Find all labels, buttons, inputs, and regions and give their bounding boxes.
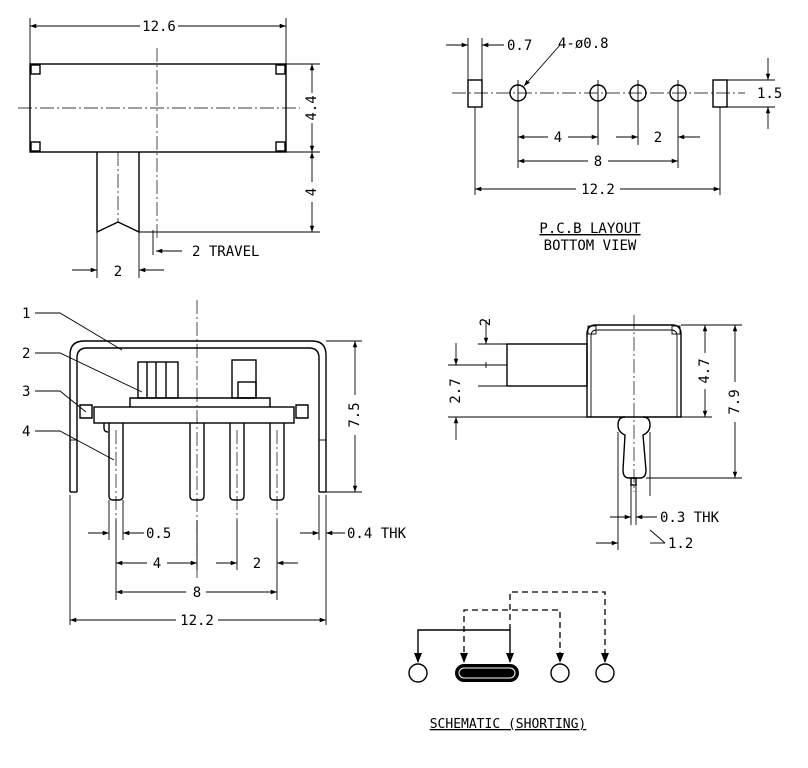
dim-pcb-pitch-2: 2 <box>654 130 662 146</box>
side-actuator <box>506 343 588 387</box>
dim-side-actuator-w: 2 <box>478 318 494 326</box>
callout-3: 3 <box>22 384 30 400</box>
schematic: SCHEMATIC (SHORTING) <box>408 591 615 732</box>
schematic-terminal <box>550 663 570 683</box>
callout-4: 4 <box>22 424 30 440</box>
dim-pcb-span-12: 12.2 <box>581 182 615 198</box>
side-view: 2 2.7 4.7 7.9 0.3 THK 1.2 <box>448 315 743 552</box>
corner-mark <box>275 64 286 75</box>
schematic-title: SCHEMATIC (SHORTING) <box>430 717 587 732</box>
dim-side-body-h: 4.7 <box>697 358 713 383</box>
pcb-pad-right <box>712 79 728 108</box>
dim-front-pitch-2: 2 <box>253 556 261 572</box>
corner-mark <box>30 141 41 152</box>
pcb-title-line2: BOTTOM VIEW <box>544 238 637 254</box>
dim-pad-height: 1.5 <box>757 86 782 102</box>
callout-1: 1 <box>22 306 30 322</box>
front-contact <box>231 359 257 399</box>
schematic-dashed-wire <box>463 609 561 662</box>
dim-front-height: 7.5 <box>347 402 363 427</box>
dim-hole-dia: 4-ø0.8 <box>558 36 609 52</box>
front-housing <box>69 340 327 492</box>
pcb-pad-left <box>467 79 483 108</box>
dim-front-pin-w: 0.5 <box>146 526 171 542</box>
corner-mark <box>30 64 41 75</box>
dim-side-actuator-pos: 2.7 <box>448 378 464 403</box>
front-slider-rail <box>129 397 271 407</box>
dim-pcb-pitch-4: 4 <box>554 130 562 146</box>
top-view: 12.6 4.4 4 2 2 TRAVEL <box>18 18 320 280</box>
dim-front-span-12: 12.2 <box>180 613 214 629</box>
schematic-terminal <box>595 663 615 683</box>
dim-side-pin-thk: 0.3 THK <box>660 510 720 526</box>
schematic-terminal <box>408 663 428 683</box>
dim-pcb-span-8: 8 <box>594 154 602 170</box>
corner-mark <box>275 141 286 152</box>
dim-side-total-h: 7.9 <box>727 389 743 414</box>
dim-top-width: 12.6 <box>142 19 176 35</box>
front-view: 1 2 3 4 7.5 0.5 0.4 THK 4 <box>22 300 407 629</box>
dim-side-pin-w: 1.2 <box>668 536 693 552</box>
schematic-shorting-bar <box>455 664 519 682</box>
front-base <box>93 406 295 424</box>
dim-top-height: 4.4 <box>304 95 320 120</box>
schematic-dashed-wire <box>509 591 606 662</box>
dim-front-span-8: 8 <box>193 585 201 601</box>
dim-top-actuator-len: 4 <box>304 188 320 196</box>
dim-front-pitch-4: 4 <box>153 556 161 572</box>
pcb-title-line1: P.C.B LAYOUT <box>539 221 641 237</box>
dim-pad-width: 0.7 <box>507 38 532 54</box>
travel-label: 2 TRAVEL <box>192 244 259 260</box>
front-slider <box>137 361 179 399</box>
pcb-layout-view: 0.7 4-ø0.8 1.5 4 2 8 12.2 P.C.B LAYOU <box>446 36 782 254</box>
dim-front-tab-thk: 0.4 THK <box>347 526 407 542</box>
callout-2: 2 <box>22 346 30 362</box>
dim-top-actuator-w: 2 <box>114 264 122 280</box>
